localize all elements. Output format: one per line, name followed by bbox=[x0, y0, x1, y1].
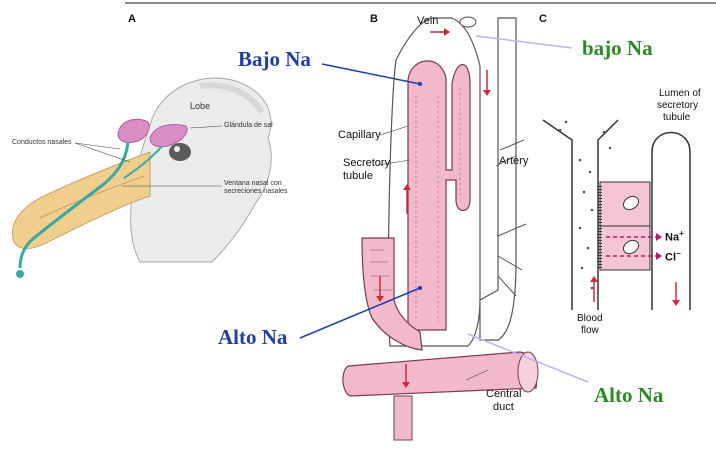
secretory-tubule-label-1: Secretory bbox=[343, 157, 390, 170]
lumen-label-2: secretory bbox=[657, 100, 698, 112]
artery bbox=[480, 18, 516, 340]
artery-label: Artery bbox=[499, 155, 528, 168]
na-ion-label: Na+ bbox=[665, 229, 684, 244]
bird-head-illustration bbox=[12, 78, 271, 278]
central-duct-label-2: duct bbox=[493, 401, 514, 414]
panel-label-c: C bbox=[539, 13, 547, 25]
blood-flow-label-1: Blood bbox=[577, 313, 603, 325]
central-duct-label-1: Central bbox=[486, 388, 521, 401]
conductos-nasales-label: Conductos nasales bbox=[12, 139, 72, 147]
panel-label-a: A bbox=[128, 13, 136, 25]
blood-flow-arrow-icon bbox=[590, 276, 598, 282]
secretory-tubule-illustration bbox=[343, 17, 538, 440]
secretory-lumen bbox=[652, 133, 690, 311]
alto-na-blue-annotation: Alto Na bbox=[218, 325, 287, 350]
eye-icon bbox=[169, 143, 191, 161]
salt-gland-left bbox=[118, 119, 149, 142]
lumen-flow-arrow-icon bbox=[672, 300, 680, 306]
drop-icon bbox=[16, 270, 24, 278]
bajo-na-blue-annotation: Bajo Na bbox=[238, 47, 311, 72]
capillary-label: Capillary bbox=[338, 129, 381, 142]
glandula-de-sal-label: Glándula de sal bbox=[224, 122, 273, 130]
blood-flow-label-2: flow bbox=[581, 325, 599, 337]
lumen-label-1: Lumen of bbox=[659, 88, 701, 100]
bajo-na-green-pointer bbox=[476, 36, 572, 48]
ventana-nasal-label-2: secreciones nasales bbox=[224, 188, 287, 196]
panel-label-b: B bbox=[370, 13, 378, 25]
bajo-na-green-annotation: bajo Na bbox=[582, 36, 653, 61]
lumen-label-3: tubule bbox=[663, 112, 690, 124]
ventana-nasal-label-1: Ventana nasal con bbox=[224, 180, 282, 188]
vein-opening bbox=[460, 17, 476, 27]
lobe-label: Lobe bbox=[190, 102, 210, 112]
cell-transport-illustration bbox=[543, 120, 690, 310]
secretory-tubule-label-2: tubule bbox=[343, 170, 373, 183]
cl-ion-label: Cl− bbox=[665, 249, 681, 264]
alto-na-green-annotation: Alto Na bbox=[594, 383, 663, 408]
vein-label: Vein bbox=[417, 15, 438, 28]
